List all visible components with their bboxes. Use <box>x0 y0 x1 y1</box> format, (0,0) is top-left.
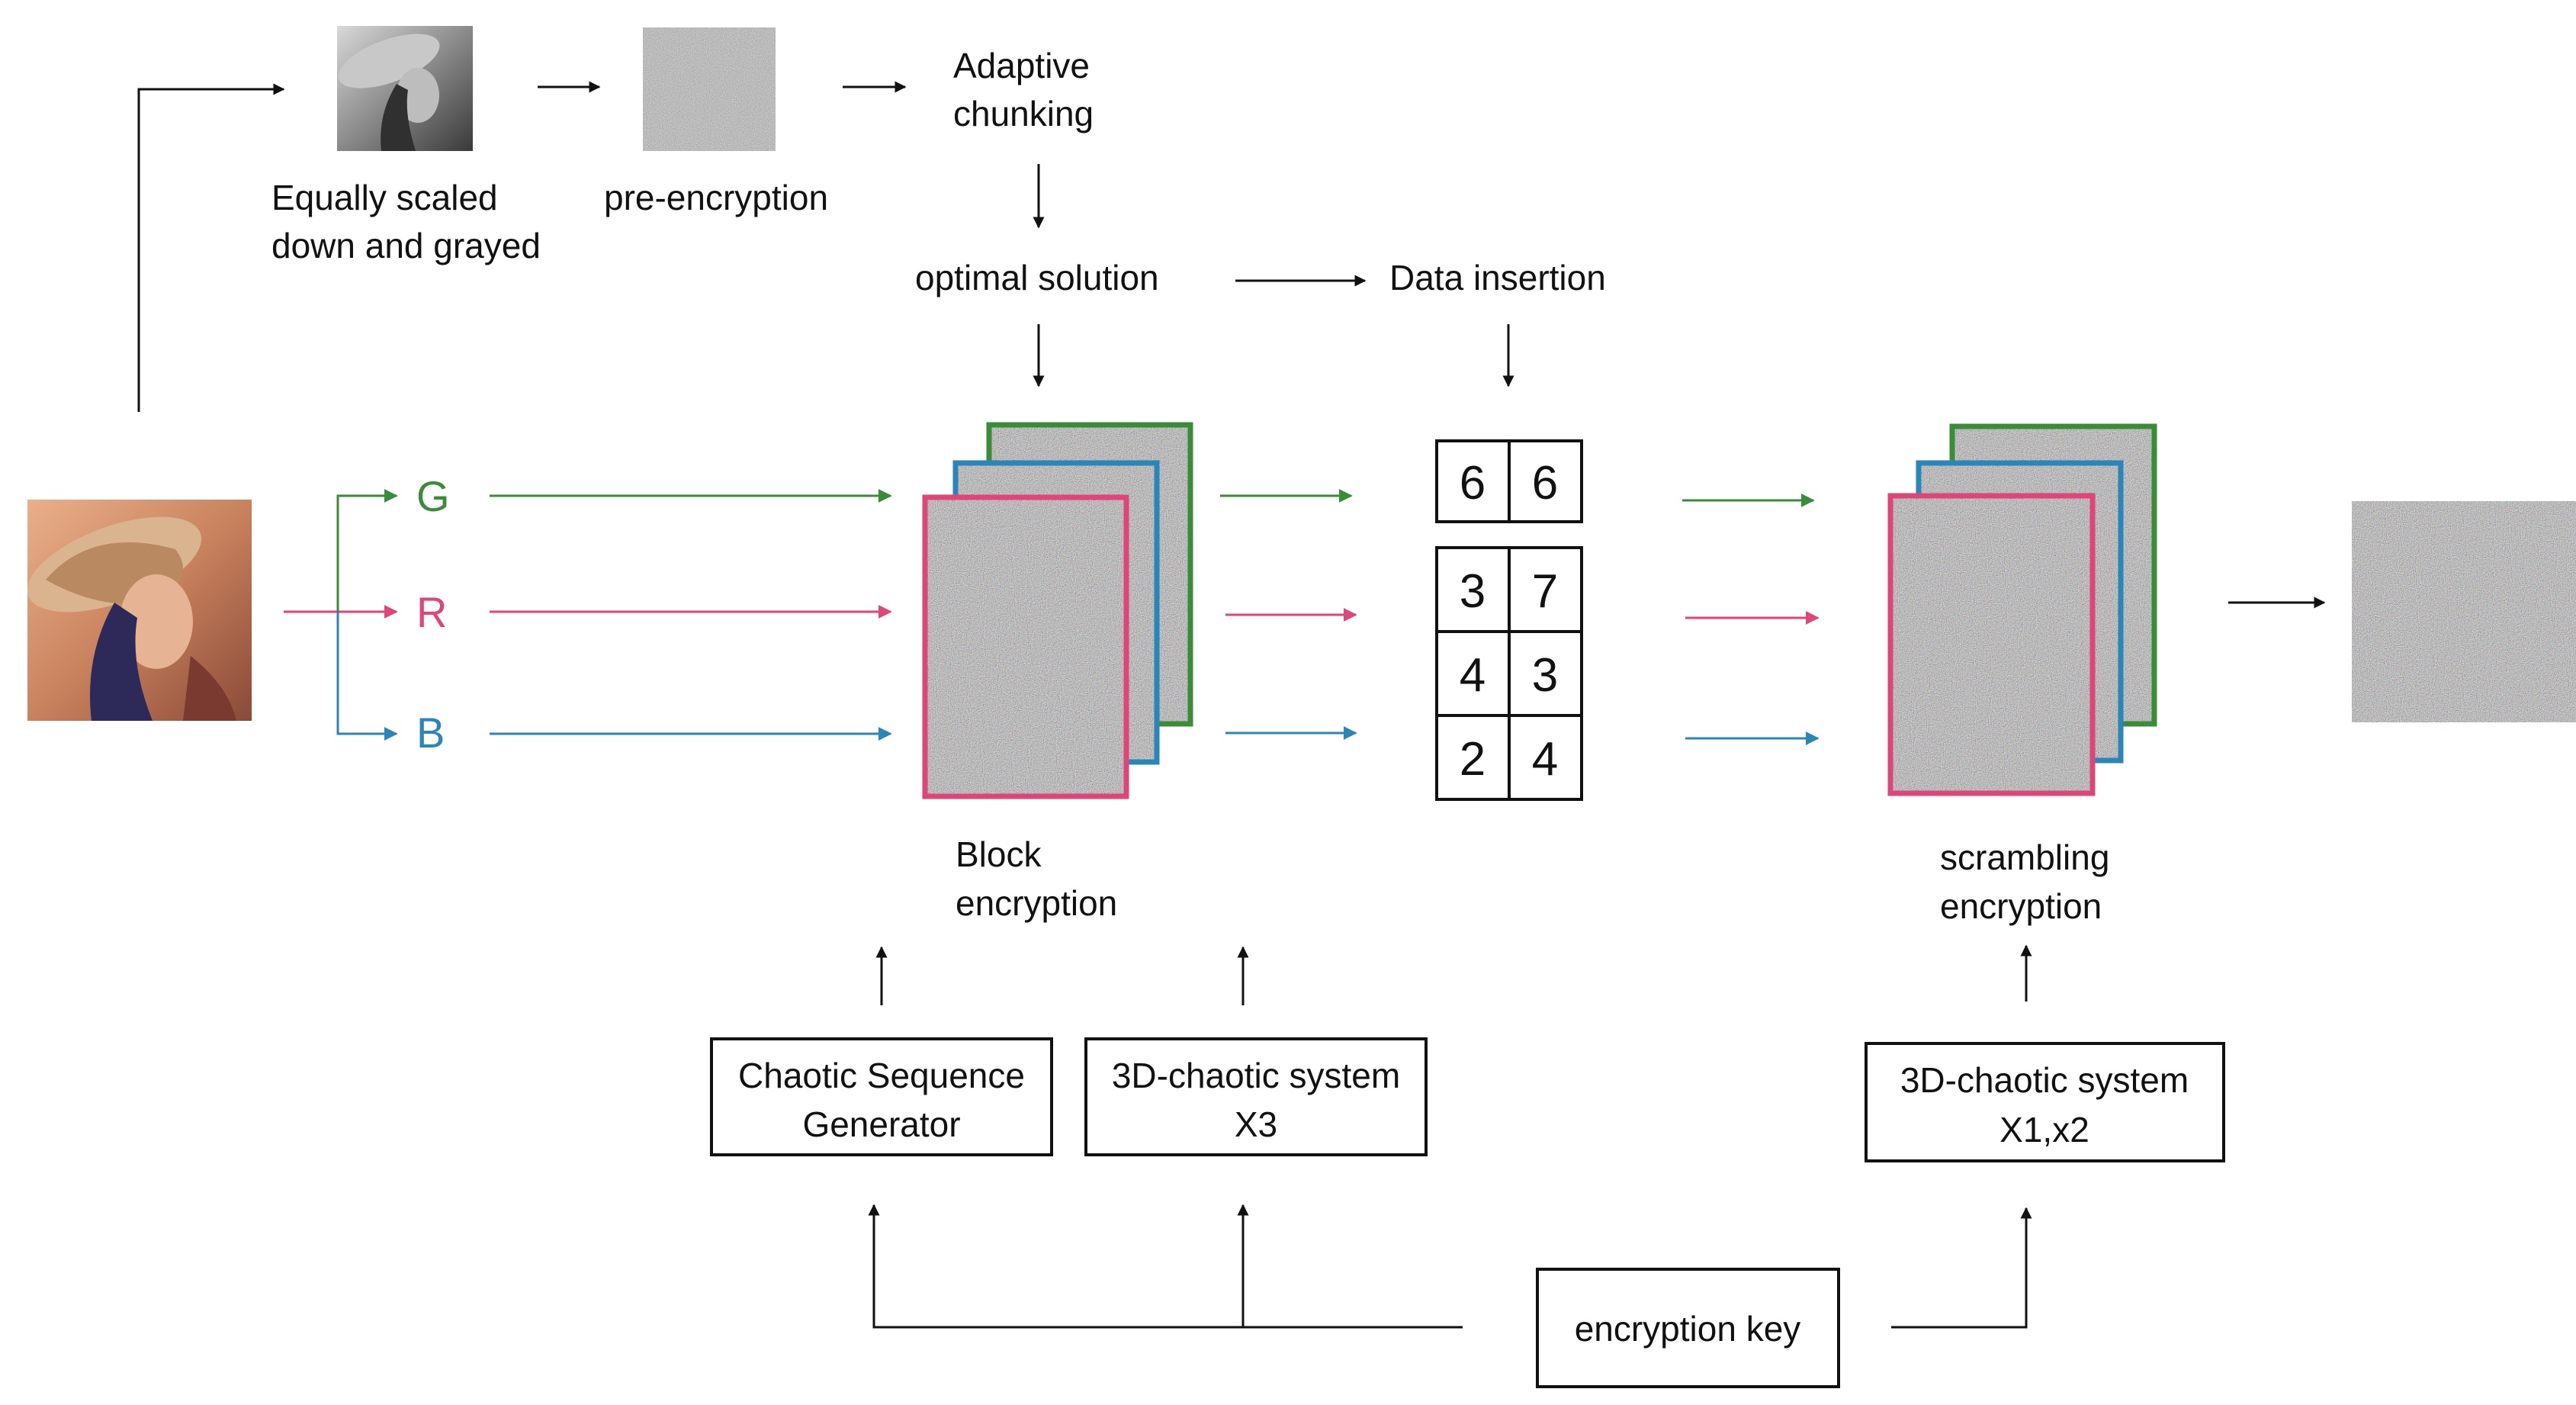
block-encryption-label-line2: encryption <box>956 883 1117 923</box>
b-branch <box>336 612 398 741</box>
grid-top-right: 6 <box>1532 457 1558 510</box>
channel-b-label: B <box>416 709 445 757</box>
source-image <box>27 500 252 721</box>
pre-encrypted-gray-image <box>643 27 776 151</box>
chaotic-sequence-generator-box <box>710 1037 1053 1156</box>
grid-cell-r1c1: 3 <box>1460 565 1486 618</box>
chaotic-sequence-generator-line1: Chaotic Sequence <box>738 1056 1025 1095</box>
grid-to-scrambling-arrows <box>1682 494 1820 745</box>
channel-split: G R B <box>284 472 892 757</box>
chaotic-system-x3-line1: 3D-chaotic system <box>1112 1056 1400 1095</box>
chaotic-system-x3-box <box>1084 1037 1428 1156</box>
data-grid <box>1435 439 1583 801</box>
scrambling-encryption-label-line1: scrambling <box>1940 838 2109 877</box>
grid-cell-r3c2: 4 <box>1532 733 1558 786</box>
channel-g-label: G <box>416 472 450 520</box>
scale-gray-label-line1: Equally scaled <box>271 178 498 217</box>
chaotic-system-x1x2-box <box>1865 1042 2225 1162</box>
adaptive-chunking-label-line2: chunking <box>953 94 1094 133</box>
channel-r-label: R <box>416 588 447 636</box>
g-branch <box>336 489 398 612</box>
key-to-x1x2 <box>1891 1207 2032 1329</box>
data-insertion-label: Data insertion <box>1389 258 1606 297</box>
encrypted-output-image <box>2352 501 2576 722</box>
bottom-boxes <box>710 1037 2225 1388</box>
chaotic-system-x3-line2: X3 <box>1235 1104 1277 1144</box>
scale-gray-label-line2: down and grayed <box>271 226 541 265</box>
scrambling-encryption-label-line2: encryption <box>1940 886 2102 926</box>
block-encryption-label-line1: Block <box>956 834 1042 874</box>
key-to-generators <box>872 1205 1463 1329</box>
chaotic-sequence-generator-line2: Generator <box>802 1104 960 1144</box>
arrow-source-to-gray <box>137 83 285 412</box>
encryption-key-label: encryption key <box>1575 1309 1801 1349</box>
encryption-key-box <box>1536 1268 1840 1388</box>
chaotic-system-x1x2-line2: X1,x2 <box>1999 1110 2089 1149</box>
optimal-solution-label: optimal solution <box>915 258 1159 297</box>
block-encryption-stack <box>922 422 1193 799</box>
block-to-grid-arrows <box>1220 489 1357 740</box>
adaptive-chunking-label-line1: Adaptive <box>953 46 1090 85</box>
pink-layer <box>925 497 1126 796</box>
grid-cell-r1c2: 7 <box>1532 565 1558 618</box>
grid-top-left: 6 <box>1460 457 1486 510</box>
bottom-flow-arrows <box>868 944 2032 1329</box>
grid-cell-r2c1: 4 <box>1460 649 1486 702</box>
scrambling-encryption-stack <box>1887 423 2157 796</box>
top-flow-arrows <box>137 81 1514 412</box>
gray-scaled-image <box>337 26 473 151</box>
grid-cell-r3c1: 2 <box>1460 733 1486 786</box>
pre-encryption-label: pre-encryption <box>604 178 828 217</box>
chaotic-system-x1x2-line1: 3D-chaotic system <box>1900 1060 2189 1100</box>
grid-cell-r2c2: 3 <box>1532 649 1558 702</box>
